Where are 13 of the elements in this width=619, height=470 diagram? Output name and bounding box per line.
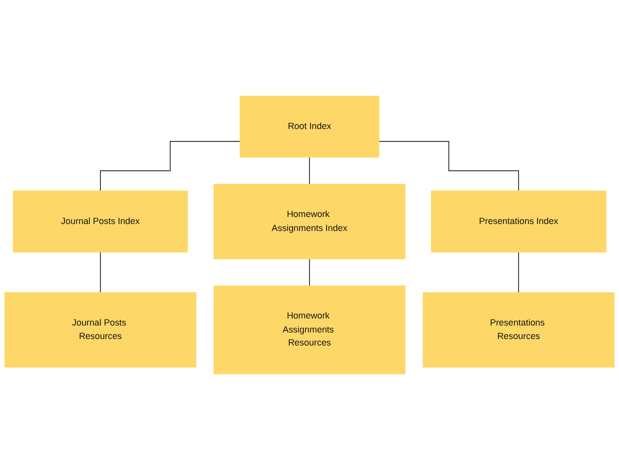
- node-box: Root Index: [240, 96, 380, 158]
- connector: [378, 140, 519, 192]
- node-box: Journal Posts Resources: [4, 292, 196, 368]
- node-box: Presentations Resources: [422, 292, 615, 368]
- connector: [309, 156, 310, 185]
- connector: [518, 252, 519, 293]
- connector: [100, 252, 101, 293]
- node-box: Presentations Index: [430, 190, 606, 252]
- node-box: Journal Posts Index: [12, 190, 188, 252]
- connector: [100, 140, 240, 192]
- node-box: Homework Assignments Index: [214, 184, 406, 260]
- connector: [309, 258, 310, 286]
- node-box: Homework Assignments Resources: [214, 285, 406, 374]
